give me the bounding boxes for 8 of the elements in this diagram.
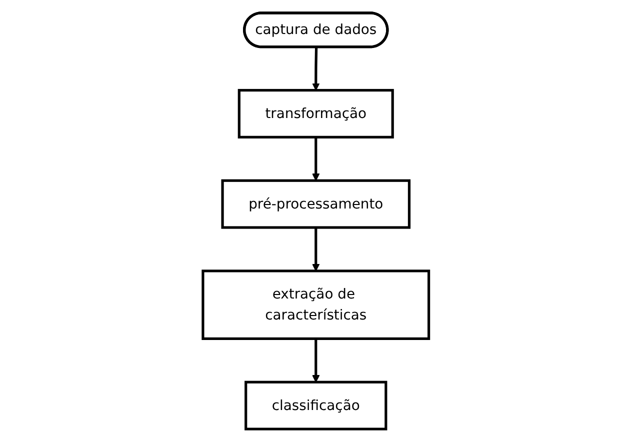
arrow <box>312 46 320 90</box>
node-box: extração de características <box>202 269 430 340</box>
arrow <box>312 227 320 271</box>
arrow <box>312 136 320 180</box>
node-box: classificação <box>244 380 388 430</box>
arrow <box>312 338 320 382</box>
node-box: transformação <box>238 88 394 138</box>
node-box: pré-processamento <box>221 178 411 228</box>
